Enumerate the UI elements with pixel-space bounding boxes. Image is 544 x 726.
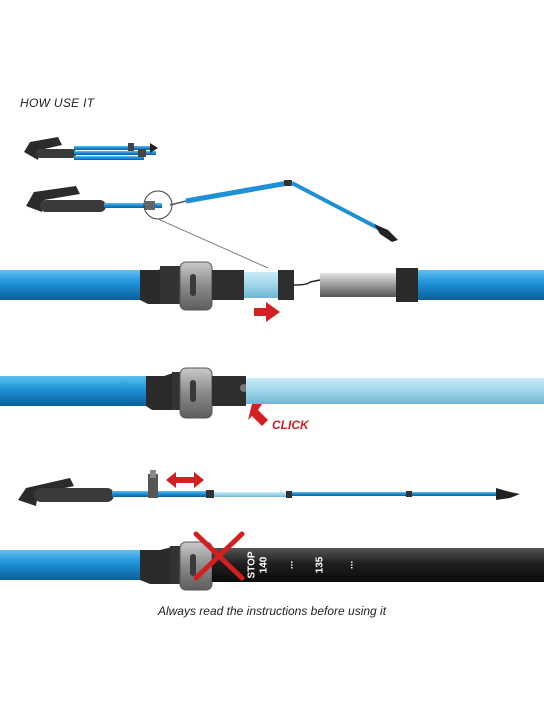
heading: HOW USE IT (20, 96, 95, 110)
scale-dots-2: ... (345, 561, 356, 570)
click-label: CLICK (272, 418, 309, 432)
scale-dots-1: ... (285, 561, 296, 570)
red-double-arrow-icon (166, 472, 204, 488)
red-arrow-up-left-icon (248, 404, 268, 426)
scale-mark-140: 140 (259, 556, 270, 573)
footer-note: Always read the instructions before usin… (157, 604, 387, 618)
red-x-mark-icon (193, 531, 245, 581)
stop-label: STOP (247, 551, 258, 578)
unfolded-pole (26, 180, 398, 269)
lock-detail-closed (0, 367, 544, 419)
folded-pole (24, 137, 158, 160)
adjust-pole (18, 470, 520, 506)
lock-detail-open (0, 261, 544, 311)
scale-mark-135: 135 (315, 556, 326, 573)
stop-marking-detail: STOP 140 ... 135 ... (0, 541, 544, 591)
red-arrow-right-icon (254, 302, 280, 322)
